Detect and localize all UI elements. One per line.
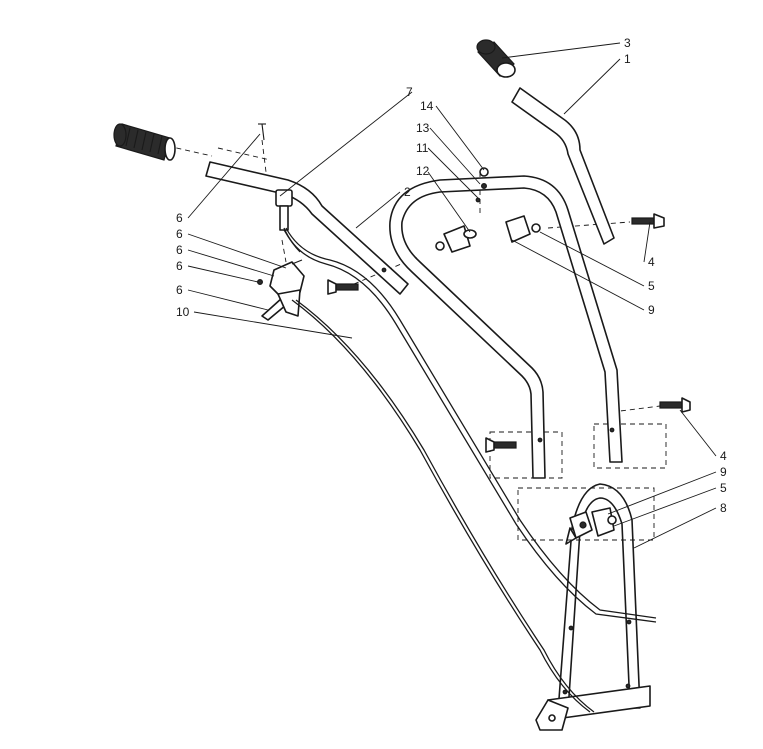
- callout-labels: 3 1 7 14 13 11 12 2 6 6 6 6 6 10 4 5 9 4…: [176, 36, 727, 515]
- carriage-bolt-left: [327, 279, 359, 295]
- callout-6-d: 6: [176, 259, 183, 273]
- control-cables: [283, 227, 657, 713]
- callout-5-upper: 5: [648, 279, 655, 293]
- carriage-bolt-lower: [659, 397, 691, 413]
- callout-6-a: 6: [176, 211, 183, 225]
- cable-guide-hardware: [463, 167, 489, 239]
- carriage-bolt-mid: [485, 437, 517, 453]
- upper-handle-left: [205, 161, 409, 295]
- leader-lines: [187, 42, 717, 549]
- lower-handle-frame: [535, 483, 651, 731]
- callout-3: 3: [624, 36, 631, 50]
- upper-locking-knob-right: [505, 215, 541, 243]
- cable-adjuster: [275, 189, 301, 253]
- screw-top: [258, 123, 266, 141]
- callout-9-upper: 9: [648, 303, 655, 317]
- callout-6-b: 6: [176, 227, 183, 241]
- callout-4-upper: 4: [648, 255, 655, 269]
- upper-locking-knob-left: [435, 225, 471, 253]
- control-lever-assembly: [257, 259, 305, 321]
- callout-6-c: 6: [176, 243, 183, 257]
- callout-1-right-handle: 1: [624, 52, 631, 66]
- carriage-bolt-upper: [631, 213, 665, 229]
- callout-2: 2: [404, 185, 411, 199]
- callout-12: 12: [416, 164, 430, 178]
- middle-handle-frame: [389, 175, 623, 479]
- callout-9-lower: 9: [720, 465, 727, 479]
- upper-handle-right: [511, 87, 615, 245]
- hand-grip-left: [113, 123, 176, 161]
- callout-8: 8: [720, 501, 727, 515]
- callout-5-lower: 5: [720, 481, 727, 495]
- lower-locking-knob-right: [591, 507, 617, 537]
- callout-14: 14: [420, 99, 434, 113]
- callout-4-lower: 4: [720, 449, 727, 463]
- hand-grip-right: [476, 39, 516, 78]
- callout-13: 13: [416, 121, 430, 135]
- callout-7: 7: [406, 85, 413, 99]
- callout-10: 10: [176, 305, 190, 319]
- callout-11: 11: [416, 141, 429, 155]
- callout-6-e: 6: [176, 283, 183, 297]
